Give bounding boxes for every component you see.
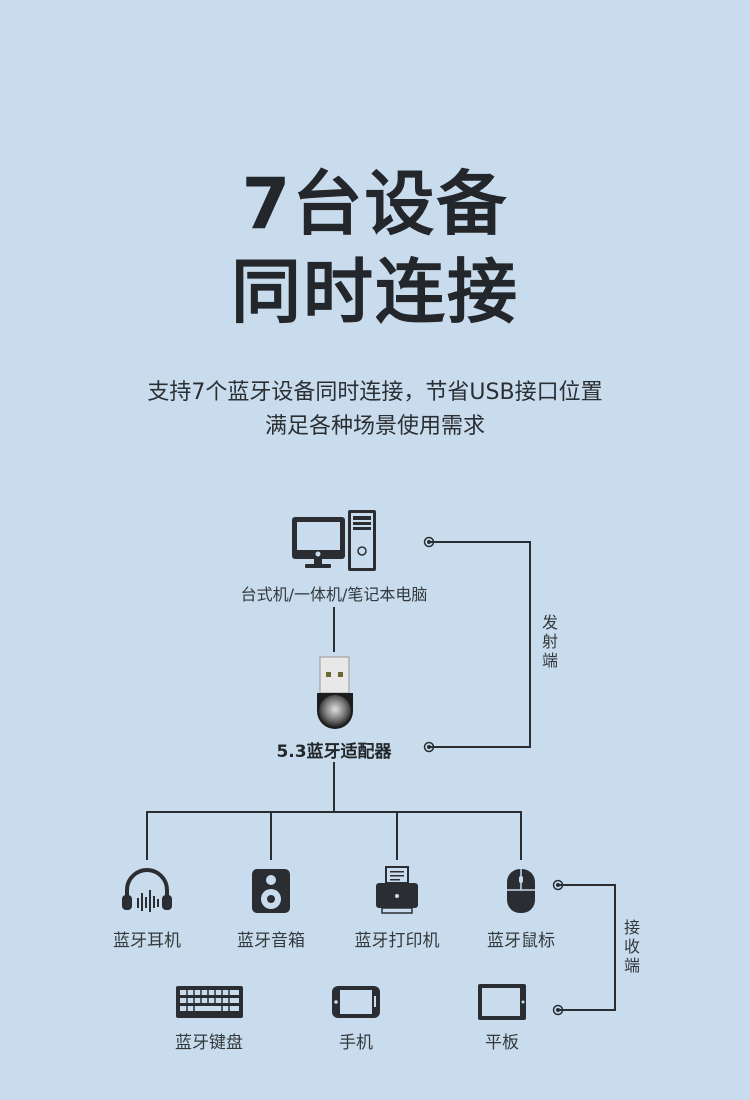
receive-side-label: 接收端 <box>623 918 640 975</box>
phone-icon <box>332 986 380 1018</box>
device-label-keyboard: 蓝牙键盘 <box>175 1033 243 1053</box>
headphones-icon <box>122 868 172 912</box>
mouse-icon <box>507 869 535 913</box>
device-label-mouse: 蓝牙鼠标 <box>487 931 555 951</box>
device-label-headphones: 蓝牙耳机 <box>113 931 181 951</box>
headline-line-2: 同时连接 <box>231 251 519 333</box>
adapter-label: 5.3蓝牙适配器 <box>276 742 392 762</box>
usb-bluetooth-adapter-icon <box>317 656 353 729</box>
keyboard-icon <box>176 986 243 1018</box>
source-device-label: 台式机/一体机/笔记本电脑 <box>240 585 428 604</box>
speaker-icon <box>252 869 290 913</box>
transmit-bracket <box>429 541 531 748</box>
receive-bracket <box>558 884 616 1011</box>
transmit-side-label: 发射端 <box>541 613 558 670</box>
device-label-speaker: 蓝牙音箱 <box>237 931 305 951</box>
tablet-icon <box>478 984 526 1020</box>
subtitle-line-1: 支持7个蓝牙设备同时连接，节省USB接口位置 <box>147 380 603 405</box>
device-label-tablet: 平板 <box>485 1033 519 1053</box>
desktop-computer-icon <box>292 510 376 571</box>
device-label-phone: 手机 <box>339 1033 373 1053</box>
subtitle-line-2: 满足各种场景使用需求 <box>264 414 486 439</box>
branch-line <box>146 811 522 860</box>
device-label-printer: 蓝牙打印机 <box>354 931 440 951</box>
printer-icon <box>376 866 418 914</box>
headline-line-1: 7台设备 <box>241 163 509 245</box>
